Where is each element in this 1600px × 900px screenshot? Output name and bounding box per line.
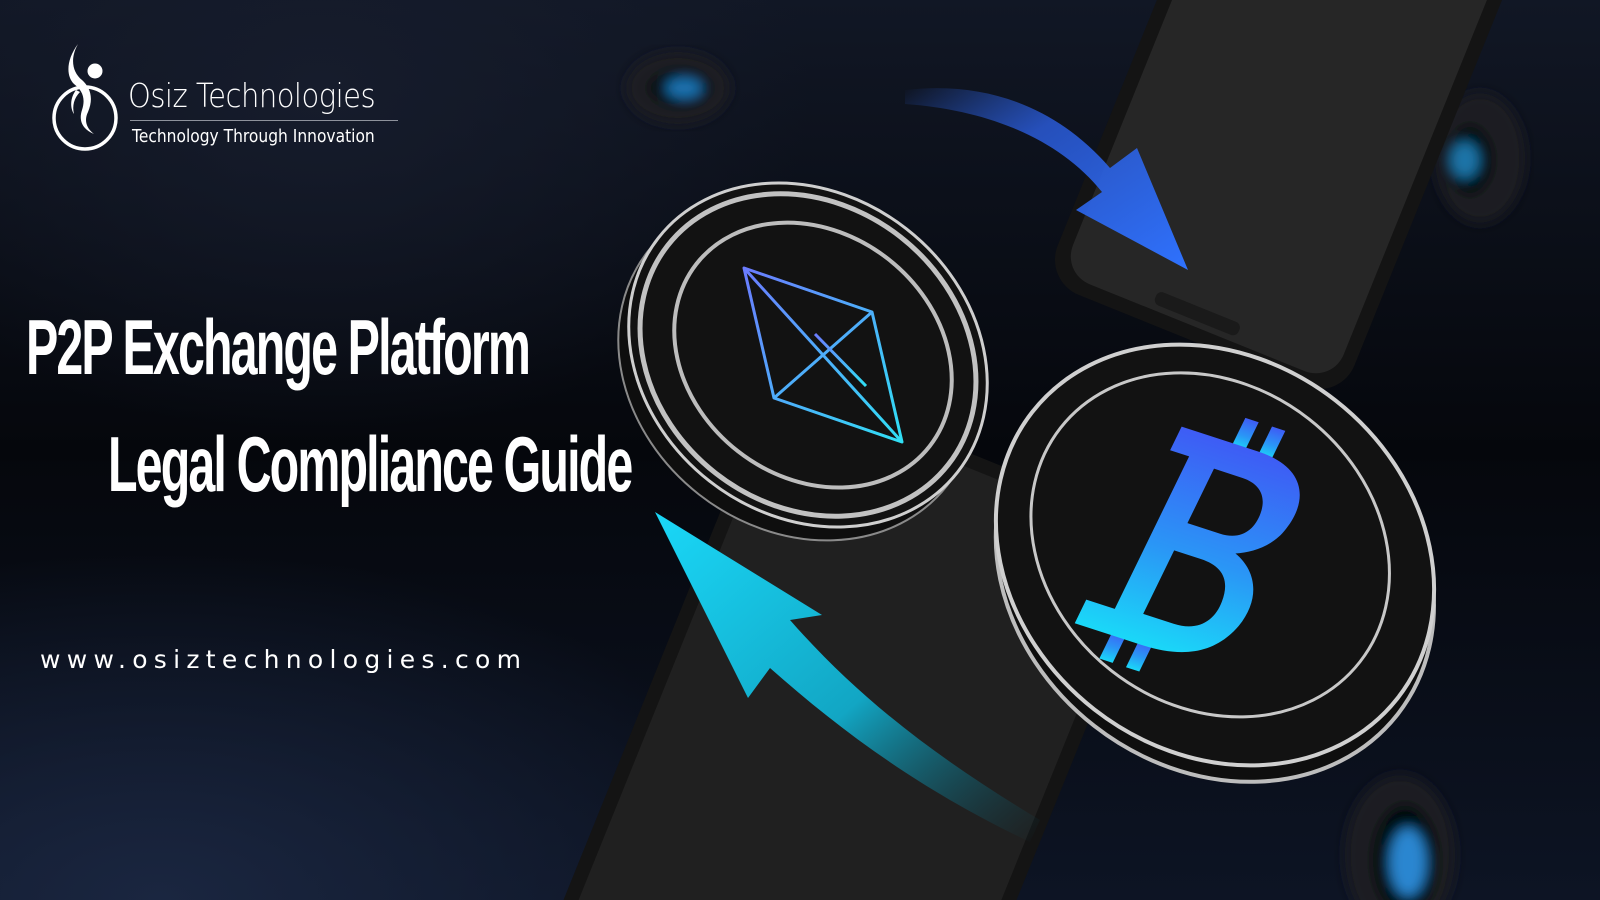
website-url[interactable]: www.osiztechnologies.com: [40, 645, 528, 674]
brand-divider: [130, 120, 398, 121]
osiz-figure-logo-icon: [52, 44, 118, 151]
arrow-blue-icon: [905, 88, 1188, 270]
ethereum-icon: [742, 266, 904, 444]
brand-tagline: Technology Through Innovation: [132, 126, 375, 147]
arrow-cyan-icon: [655, 512, 1040, 842]
smartphone-top: [1054, 0, 1539, 390]
brand-name: Osiz Technologies: [128, 76, 376, 115]
blurred-coin-top: [626, 52, 730, 124]
blurred-coin-bottom: [1345, 775, 1455, 900]
headline-line-2: Legal Compliance Guide: [108, 420, 633, 508]
headline-line-1: P2P Exchange Platform: [26, 303, 531, 391]
bitcoin-icon: [1074, 417, 1300, 672]
brand-logo[interactable]: Osiz Technologies Technology Through Inn…: [50, 40, 410, 160]
blurred-coin-right: [1435, 93, 1525, 223]
